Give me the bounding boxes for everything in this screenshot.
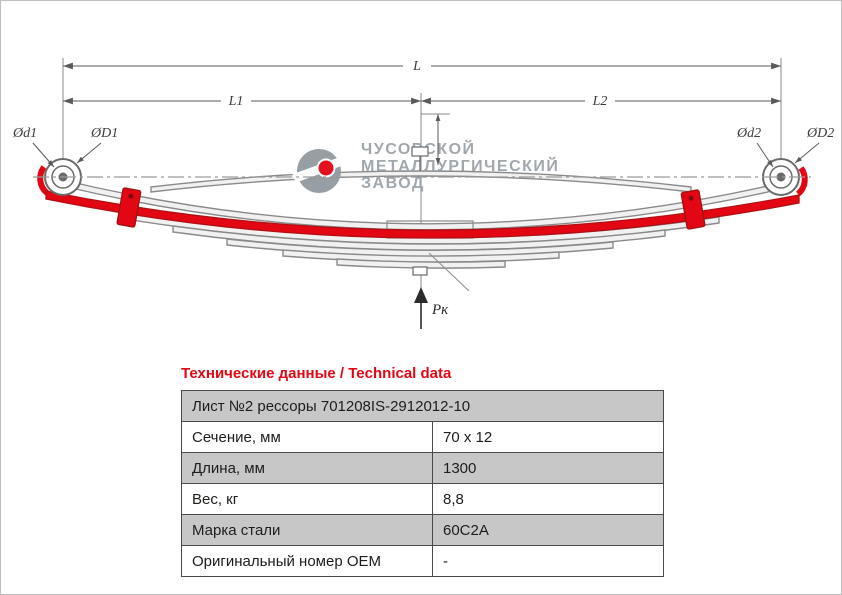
leaf-spring-technical-drawing: L L1 L2: [12, 58, 834, 329]
dim-L-label: L: [412, 59, 421, 74]
spec-label: Оригинальный номер OEM: [181, 545, 433, 577]
watermark-line-3: ЗАВОД: [361, 175, 425, 192]
table-row: Сечение, мм 70 x 12: [181, 421, 664, 453]
diameter-callouts: Ød1 ØD1 Ød2 ØD2: [12, 126, 834, 168]
table-row: Вес, кг 8,8: [181, 483, 664, 515]
spec-value: 1300: [432, 452, 664, 484]
table-row: Марка стали 60С2А: [181, 514, 664, 546]
spec-value: 70 x 12: [432, 421, 664, 453]
table-row: Оригинальный номер OEM -: [181, 545, 664, 577]
load-force-arrow: Рк: [414, 287, 449, 329]
center-aux-dimensions: [421, 113, 470, 292]
table-title: Технические данные / Technical data: [181, 365, 452, 382]
spec-header: Лист №2 рессоры 701208IS-2912012-10: [181, 390, 664, 422]
dim-D2-label: ØD2: [806, 126, 834, 141]
dim-L1-label: L1: [228, 94, 244, 109]
left-clamp: [116, 187, 142, 228]
spec-value: 60С2А: [432, 514, 664, 546]
leaf-2-highlighted-red: [45, 190, 800, 239]
spec-label: Сечение, мм: [181, 421, 433, 453]
dim-D1-label: ØD1: [90, 126, 118, 141]
red-leaf-right-wrap: [795, 166, 808, 197]
left-clamp-bolt-icon: [128, 193, 134, 199]
watermark-line-2: МЕТАЛЛУРГИЧЕСКИЙ: [361, 156, 559, 175]
spec-value: -: [432, 545, 664, 577]
technical-data-section: Технические данные / Technical data Лист…: [181, 365, 664, 577]
dim-L2-label: L2: [592, 94, 608, 109]
table-row: Лист №2 рессоры 701208IS-2912012-10: [181, 390, 664, 422]
table-row: Длина, мм 1300: [181, 452, 664, 484]
spec-table: Лист №2 рессоры 701208IS-2912012-10 Сече…: [181, 390, 664, 577]
spec-label: Вес, кг: [181, 483, 433, 515]
spec-label: Длина, мм: [181, 452, 433, 484]
spec-label: Марка стали: [181, 514, 433, 546]
dimension-right-length: L2: [421, 93, 781, 109]
dim-d1-label: Ød1: [12, 126, 37, 141]
factory-logo-icon: [292, 149, 345, 193]
spec-value: 8,8: [432, 483, 664, 515]
dimension-left-length: L1: [62, 93, 421, 109]
dimension-total-length: L: [62, 58, 781, 74]
red-leaf-left-wrap: [37, 165, 50, 196]
leaf-7: [336, 258, 506, 269]
load-label: Рк: [431, 302, 449, 318]
right-clamp: [680, 189, 706, 230]
right-clamp-bolt-icon: [688, 195, 694, 201]
dim-d2-label: Ød2: [736, 126, 761, 141]
center-bolt: [411, 146, 429, 276]
